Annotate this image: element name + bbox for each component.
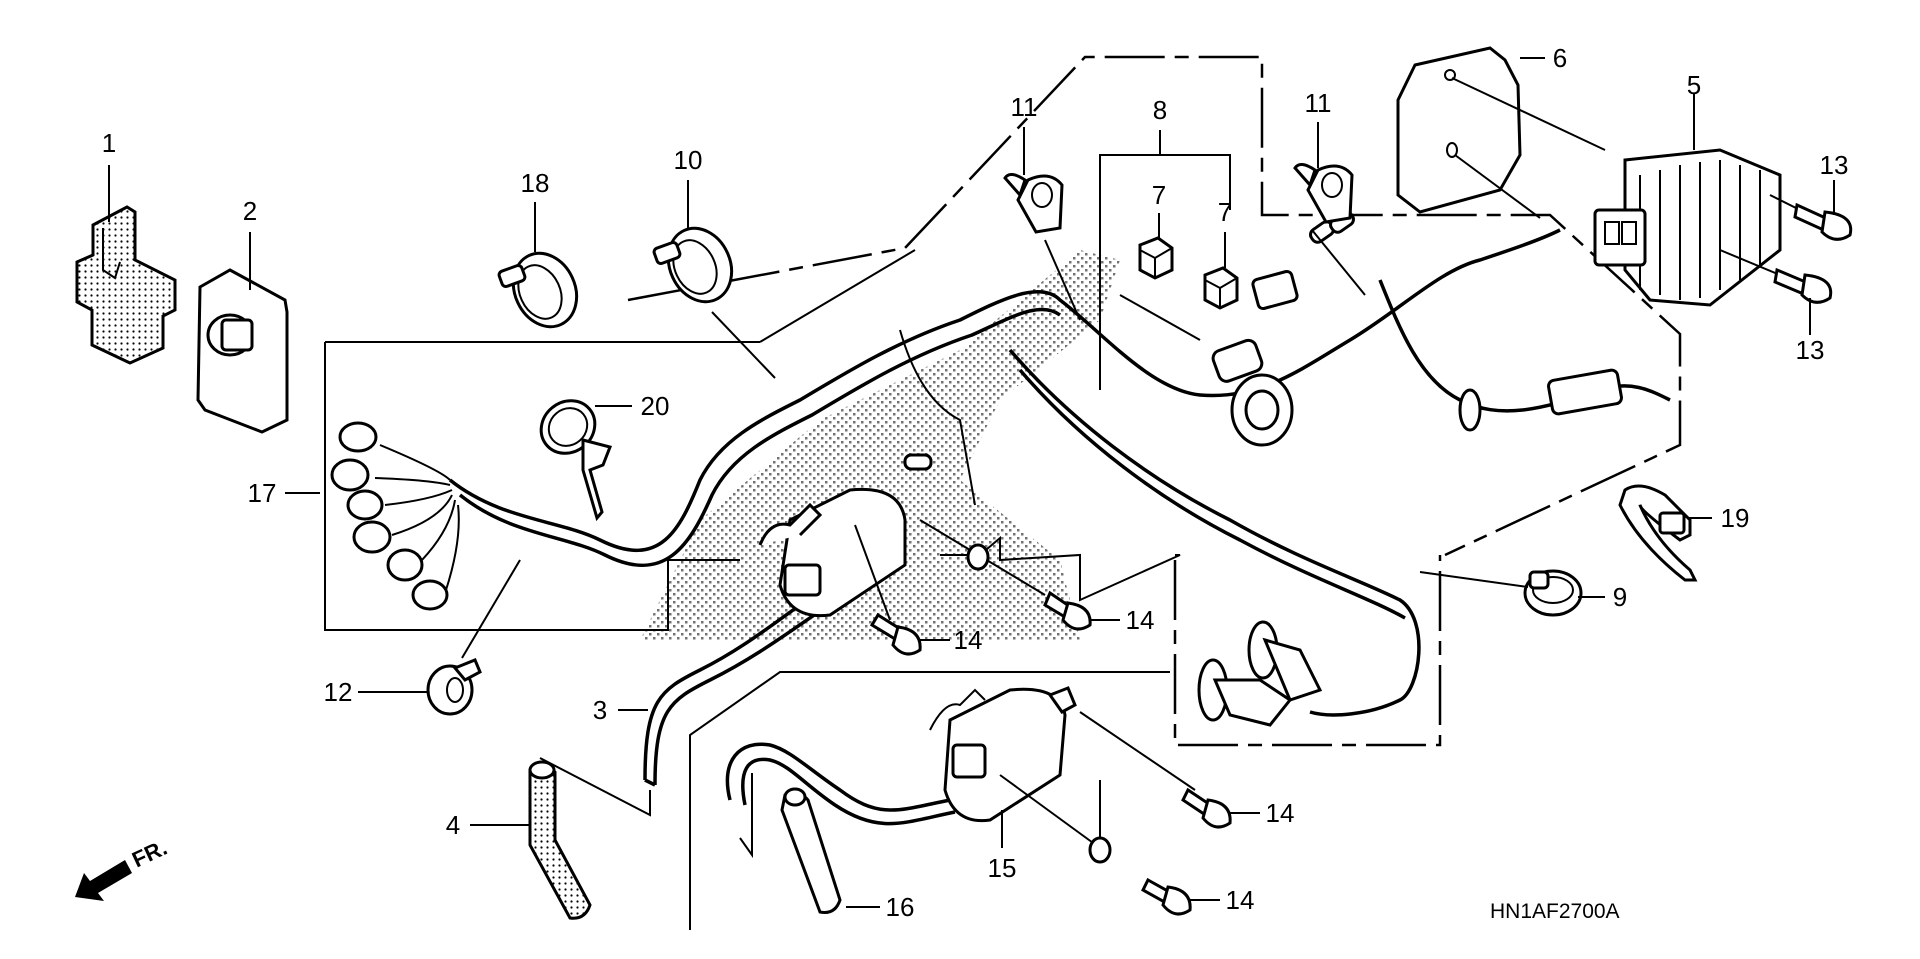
ignition-coil-upper[interactable] bbox=[758, 487, 907, 618]
part-11-clip-a[interactable] bbox=[1003, 173, 1064, 234]
callout-18[interactable]: 18 bbox=[520, 168, 550, 198]
part-4-spark-plug-cap[interactable] bbox=[528, 760, 592, 920]
callout-3[interactable]: 3 bbox=[592, 695, 608, 725]
callout-20[interactable]: 20 bbox=[640, 391, 670, 421]
callout-12[interactable]: 12 bbox=[323, 677, 353, 707]
part-18-band-clamp[interactable] bbox=[497, 243, 588, 337]
leader-12-to-harness bbox=[461, 559, 521, 659]
leader-11a-to-harness bbox=[1044, 239, 1081, 321]
group-box-sub bbox=[1173, 555, 1442, 747]
callout-17[interactable]: 17 bbox=[247, 478, 277, 508]
callout-5[interactable]: 5 bbox=[1686, 70, 1702, 100]
leader-6-hole-b bbox=[1454, 154, 1541, 219]
callout-14-d[interactable]: 14 bbox=[1225, 885, 1255, 915]
harness-connectors bbox=[330, 421, 460, 611]
part-6-gasket-plate[interactable] bbox=[1396, 46, 1522, 214]
callout-10[interactable]: 10 bbox=[673, 145, 703, 175]
harness-connectors-bottom bbox=[1197, 620, 1323, 727]
part-7-relay-b[interactable] bbox=[1203, 266, 1239, 310]
leader-7a-to-harness bbox=[1119, 294, 1201, 341]
group-box-15 bbox=[689, 671, 1170, 930]
leader-10-to-harness bbox=[711, 311, 776, 379]
part-14-bolt-c[interactable] bbox=[1079, 711, 1232, 829]
part-15-ignition-coil[interactable] bbox=[929, 686, 1077, 823]
front-direction-indicator: FR. bbox=[70, 835, 200, 905]
part-14-bolt-d[interactable] bbox=[999, 774, 1192, 916]
relay-bracket-8 bbox=[1099, 154, 1231, 390]
callout-7-a[interactable]: 7 bbox=[1151, 180, 1167, 210]
callout-14-c[interactable]: 14 bbox=[1265, 798, 1295, 828]
callout-7-b[interactable]: 7 bbox=[1217, 197, 1233, 227]
callout-6[interactable]: 6 bbox=[1552, 43, 1568, 73]
leader-6-hole-a bbox=[1451, 77, 1606, 151]
leader-11b-to-harness bbox=[1311, 229, 1366, 296]
figure-code: HN1AF2700A bbox=[1490, 900, 1620, 923]
leader-4-to-cord bbox=[539, 757, 651, 817]
part-1-rubber-cover[interactable] bbox=[75, 205, 177, 365]
callout-8[interactable]: 8 bbox=[1152, 95, 1168, 125]
group-box-17-diag bbox=[759, 249, 916, 343]
part-13-bolt-b[interactable] bbox=[1719, 249, 1833, 304]
part-12-harness-clamp[interactable] bbox=[426, 658, 482, 716]
part-20-cable-tie[interactable] bbox=[530, 390, 613, 522]
part-14-bolt-a[interactable] bbox=[854, 524, 922, 656]
leader-9-to-harness bbox=[1419, 571, 1529, 588]
ground-terminal-upper bbox=[899, 329, 990, 571]
callout-19[interactable]: 19 bbox=[1720, 503, 1750, 533]
group-box-17 bbox=[627, 55, 1682, 557]
part-10-band-clamp[interactable] bbox=[652, 218, 743, 312]
callout-13-a[interactable]: 13 bbox=[1819, 150, 1849, 180]
part-5-regulator-rectifier[interactable] bbox=[1593, 148, 1782, 307]
callout-11-a[interactable]: 11 bbox=[1010, 92, 1038, 122]
leader-16-to-cord bbox=[739, 773, 753, 859]
part-7-relay-a[interactable] bbox=[1138, 236, 1174, 280]
callout-1[interactable]: 1 bbox=[101, 128, 117, 158]
part-13-bolt-a[interactable] bbox=[1769, 194, 1853, 241]
callout-13-b[interactable]: 13 bbox=[1795, 335, 1825, 365]
part-2-module[interactable] bbox=[196, 268, 289, 434]
callout-15[interactable]: 15 bbox=[987, 853, 1017, 883]
part-17-wire-harness[interactable] bbox=[330, 209, 1671, 727]
part-16-spark-plug-cap[interactable] bbox=[725, 742, 956, 914]
callout-11-b[interactable]: 11 bbox=[1304, 88, 1332, 118]
callout-9[interactable]: 9 bbox=[1612, 582, 1628, 612]
arrow-icon bbox=[75, 860, 132, 901]
part-9-band-clamp[interactable] bbox=[1523, 569, 1583, 617]
part-11-clip-b[interactable] bbox=[1293, 163, 1354, 224]
callout-14-a[interactable]: 14 bbox=[953, 625, 983, 655]
callout-4[interactable]: 4 bbox=[445, 810, 461, 840]
harness-connectors-right bbox=[1211, 210, 1623, 447]
callout-14-b[interactable]: 14 bbox=[1125, 605, 1155, 635]
group-box-17-lower bbox=[324, 342, 740, 631]
callout-16[interactable]: 16 bbox=[885, 892, 915, 922]
part-19-cable-tie[interactable] bbox=[1618, 484, 1698, 582]
callout-2[interactable]: 2 bbox=[242, 196, 258, 226]
